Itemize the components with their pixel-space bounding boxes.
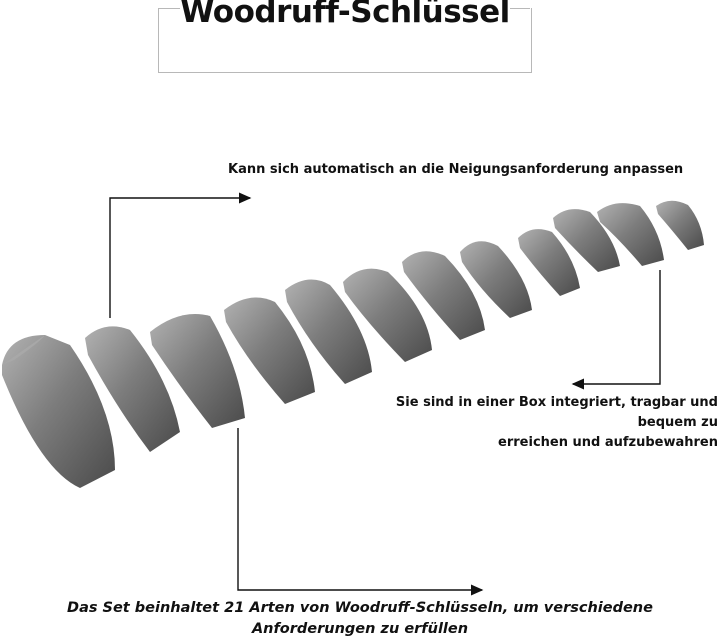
caption-bottom-line2: Anforderungen zu erfüllen — [251, 621, 469, 637]
arrow-top — [109, 192, 252, 318]
woodruff-key-10 — [553, 209, 620, 272]
woodruff-key-3 — [150, 314, 245, 428]
caption-right-line2: erreichen und aufzubewahren — [498, 435, 718, 450]
caption-right: Sie sind in einer Box integriert, tragba… — [350, 393, 718, 453]
title-frame — [158, 8, 532, 73]
woodruff-key-7 — [402, 251, 485, 340]
caption-top: Kann sich automatisch an die Neigungsanf… — [228, 162, 684, 177]
caption-bottom: Das Set beinhaltet 21 Arten von Woodruff… — [0, 598, 720, 640]
caption-right-line1: Sie sind in einer Box integriert, tragba… — [395, 395, 718, 430]
woodruff-key-2 — [85, 326, 180, 452]
woodruff-key-1 — [2, 335, 115, 488]
woodruff-key-8 — [460, 241, 532, 318]
woodruff-key-12 — [656, 200, 704, 250]
woodruff-key-6 — [343, 268, 432, 362]
title-frame-top-left — [158, 8, 180, 9]
arrow-right — [571, 270, 661, 390]
woodruff-key-9 — [518, 229, 580, 296]
arrow-bottom — [237, 428, 484, 596]
woodruff-key-11 — [597, 203, 664, 266]
woodruff-key-5 — [285, 279, 372, 384]
title-frame-top-right — [510, 8, 530, 9]
caption-bottom-line1: Das Set beinhaltet 21 Arten von Woodruff… — [67, 600, 653, 616]
woodruff-key-4 — [224, 297, 315, 404]
page-title: Woodruff-Schlüssel — [180, 0, 510, 30]
